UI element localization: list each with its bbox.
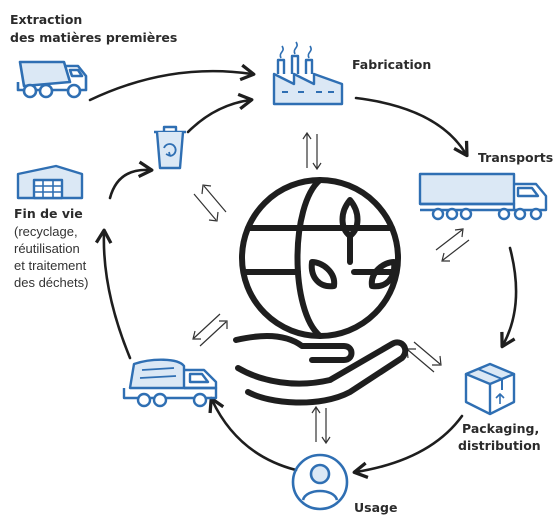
usage-label: Usage bbox=[354, 500, 398, 515]
recycling-bin-icon bbox=[154, 125, 186, 170]
end-of-life-detail-1: (recyclage, bbox=[14, 224, 78, 239]
user-avatar-icon bbox=[291, 453, 349, 511]
garbage-truck-icon bbox=[122, 358, 218, 408]
arrow-transports-to-packaging bbox=[500, 246, 518, 349]
cycle-arrows bbox=[88, 63, 518, 479]
packaging-label-line1: Packaging, bbox=[462, 421, 540, 436]
arrow-bin-to-fabrication bbox=[186, 92, 254, 134]
exchange-arrow-usage bbox=[311, 405, 331, 445]
semi-truck-icon bbox=[418, 172, 548, 221]
arrow-collection-to-endoflife bbox=[94, 228, 132, 360]
arrow-usage-to-collection bbox=[208, 396, 298, 472]
fabrication-label: Fabrication bbox=[352, 57, 432, 72]
packaging-label-line2: distribution bbox=[458, 438, 541, 453]
end-of-life-detail-2: réutilisation bbox=[14, 241, 80, 256]
warehouse-icon bbox=[16, 164, 84, 200]
exchange-arrow-bin bbox=[193, 184, 227, 222]
exchange-arrow-transports bbox=[435, 228, 470, 262]
exchange-arrow-fabrication bbox=[302, 131, 322, 171]
arrow-endoflife-to-bin bbox=[108, 160, 154, 200]
package-box-icon bbox=[464, 362, 516, 416]
extraction-label-line1: Extraction bbox=[10, 12, 83, 27]
arrow-extraction-to-fabrication bbox=[88, 63, 256, 102]
extraction-label-line2: des matières premières bbox=[10, 30, 178, 45]
exchange-arrow-collection bbox=[192, 313, 228, 347]
arrow-packaging-to-usage bbox=[352, 414, 464, 479]
globe-in-hand-icon bbox=[233, 177, 409, 406]
exchange-arrows bbox=[192, 131, 470, 445]
end-of-life-detail-4: des déchets) bbox=[14, 275, 89, 290]
end-of-life-label: Fin de vie bbox=[14, 206, 83, 221]
arrow-fabrication-to-transports bbox=[354, 96, 469, 158]
exchange-arrow-packaging bbox=[406, 341, 442, 373]
transports-label: Transports bbox=[478, 150, 554, 165]
factory-icon bbox=[272, 41, 344, 106]
end-of-life-detail-3: et traitement bbox=[14, 258, 87, 273]
dump-truck-icon bbox=[16, 60, 88, 99]
